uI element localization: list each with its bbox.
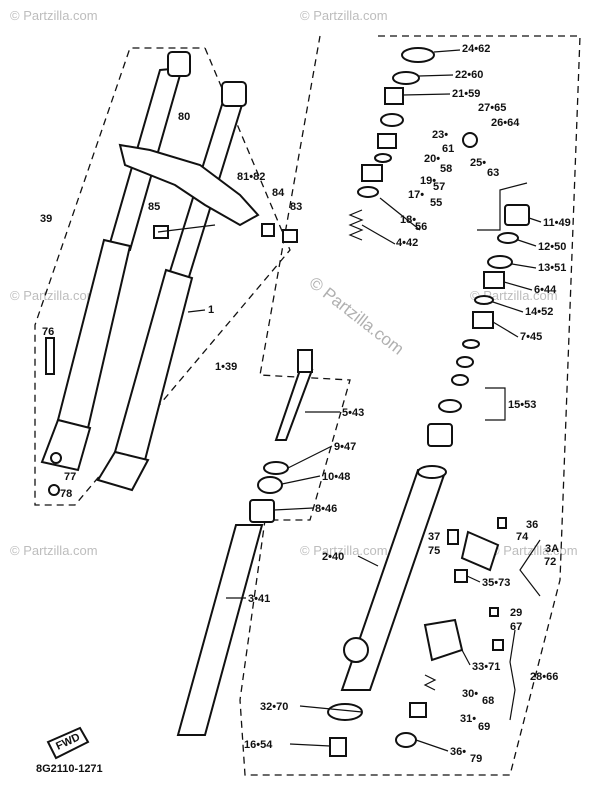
callout: 12•50 <box>538 241 566 253</box>
callout: 7•45 <box>520 331 542 343</box>
callout: 14•52 <box>525 306 553 318</box>
callout: 10•48 <box>322 471 350 483</box>
callout: 80 <box>178 111 190 123</box>
callout: 72 <box>544 556 556 568</box>
fwd-arrow-icon: FWD <box>46 726 90 760</box>
callout: 39 <box>40 213 52 225</box>
callout: 63 <box>487 167 499 179</box>
caliper-assembly <box>395 517 541 748</box>
callout: 5•43 <box>342 407 364 419</box>
callout: 79 <box>470 753 482 765</box>
callout: 37 <box>428 531 440 543</box>
watermark-center: © Partzilla.com <box>306 273 408 359</box>
callout: 81•82 <box>237 171 265 183</box>
callout: 23• <box>432 129 448 141</box>
callout: 74 <box>516 531 529 543</box>
callout: 57 <box>433 181 445 193</box>
callout: 20• <box>424 153 440 165</box>
callout: 8•46 <box>315 503 337 515</box>
leader-lines <box>157 49 542 752</box>
callout: 27•65 <box>478 102 506 114</box>
callout: 55 <box>430 197 442 209</box>
callout: 13•51 <box>538 262 566 274</box>
callout: 75 <box>428 545 440 557</box>
callout: 78 <box>60 488 72 500</box>
callout: 1•39 <box>215 361 237 373</box>
callout: 30• <box>462 688 478 700</box>
callout: 16•54 <box>244 739 273 751</box>
callout: 68 <box>482 695 494 707</box>
callout: 21•59 <box>452 88 480 100</box>
callout: 61 <box>442 143 454 155</box>
callout: 33•71 <box>472 661 500 673</box>
top-cap-stack <box>357 47 478 198</box>
watermark-text: © Partzilla.com <box>10 543 98 558</box>
callout: 32•70 <box>260 701 288 713</box>
callout: 67 <box>510 621 522 633</box>
callout: 31• <box>460 713 476 725</box>
callout: 3•41 <box>248 593 270 605</box>
callout: 84 <box>272 187 285 199</box>
callout: 83 <box>290 201 302 213</box>
callout: 36 <box>526 519 538 531</box>
callout: 28•66 <box>530 671 558 683</box>
callout: 22•60 <box>455 69 483 81</box>
callout: 36• <box>450 746 466 758</box>
callout: 29 <box>510 607 522 619</box>
callout: 17• <box>408 189 424 201</box>
watermark-text: © Partzilla.com <box>300 8 388 23</box>
callout: 19• <box>420 175 436 187</box>
watermark-text: © Partzilla.com <box>10 288 98 303</box>
callout: 11•49 <box>543 217 571 229</box>
drawing-code: 8G2110-1271 <box>36 763 103 775</box>
callout-labels: 24•62 22•60 21•59 27•65 26•64 23• 61 20•… <box>40 43 571 765</box>
callout: 1 <box>208 304 214 316</box>
callout: 3A <box>545 543 559 555</box>
callout: 58 <box>440 163 452 175</box>
callout: 9•47 <box>334 441 356 453</box>
center-internals <box>176 209 447 757</box>
callout: 6•44 <box>534 284 557 296</box>
watermark-text: © Partzilla.com <box>300 543 388 558</box>
left-fork-assembly <box>40 51 298 496</box>
dashed-boundaries <box>34 35 581 776</box>
callout: 26•64 <box>491 117 520 129</box>
watermark-text: © Partzilla.com <box>490 543 578 558</box>
right-assembly-boundary <box>239 35 581 776</box>
seal-stack <box>427 182 530 447</box>
callout: 35•73 <box>482 577 510 589</box>
left-assembly-boundary <box>34 47 291 506</box>
callout: 85 <box>148 201 160 213</box>
watermark-text: © Partzilla.com <box>10 8 98 23</box>
callout: 4•42 <box>396 237 418 249</box>
callout: 15•53 <box>508 399 536 411</box>
callout: 76 <box>42 326 54 338</box>
callout: 2•40 <box>322 551 344 563</box>
callout: 56 <box>415 221 427 233</box>
callout: 77 <box>64 471 76 483</box>
callout: 24•62 <box>462 43 490 55</box>
callout: 69 <box>478 721 490 733</box>
callout: 25• <box>470 157 486 169</box>
